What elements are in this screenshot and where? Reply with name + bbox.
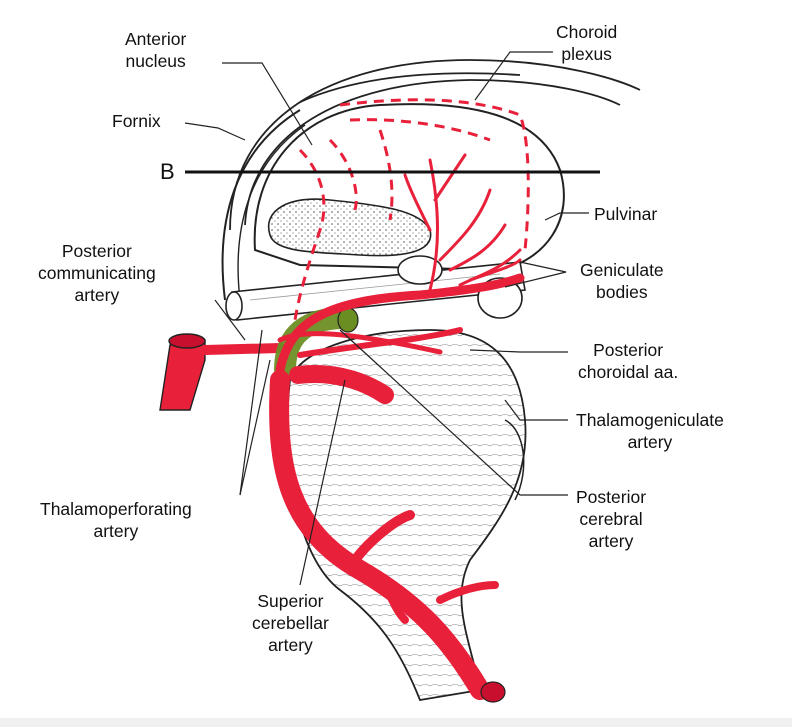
label-choroid-plexus: Choroid plexus — [556, 22, 618, 64]
label-anterior-nucleus: Anterior nucleus — [125, 29, 187, 71]
thalamogeniculate-branches — [403, 153, 522, 292]
label-fornix: Fornix — [112, 111, 161, 131]
bottom-strip — [0, 718, 792, 727]
label-geniculate-bodies: Geniculate bodies — [580, 260, 664, 302]
basilar-artery — [269, 365, 490, 700]
fornix — [221, 109, 301, 301]
superior-cerebellar-artery — [350, 510, 499, 624]
label-posterior-communicating-artery: Posterior communicating artery — [38, 241, 156, 305]
choroidal-dashes — [293, 98, 530, 321]
label-thalamoperforating-artery: Thalamoperforating artery — [40, 499, 192, 541]
label-posterior-cerebral-artery: Posterior cerebral artery — [576, 487, 647, 551]
posterior-cerebral-artery — [275, 273, 525, 375]
internal-carotid — [159, 333, 285, 411]
label-pulvinar: Pulvinar — [594, 204, 658, 224]
pons-outline — [504, 419, 525, 501]
label-posterior-choroidal-aa: Posterior choroidal aa. — [578, 340, 679, 382]
leader-lines — [184, 51, 589, 586]
corpus-callosum — [229, 59, 641, 231]
label-thalamogeniculate-artery: Thalamogeniculate artery — [576, 410, 724, 452]
label-plane-b: B — [160, 159, 175, 184]
label-superior-cerebellar-artery: Superior cerebellar artery — [252, 591, 329, 655]
